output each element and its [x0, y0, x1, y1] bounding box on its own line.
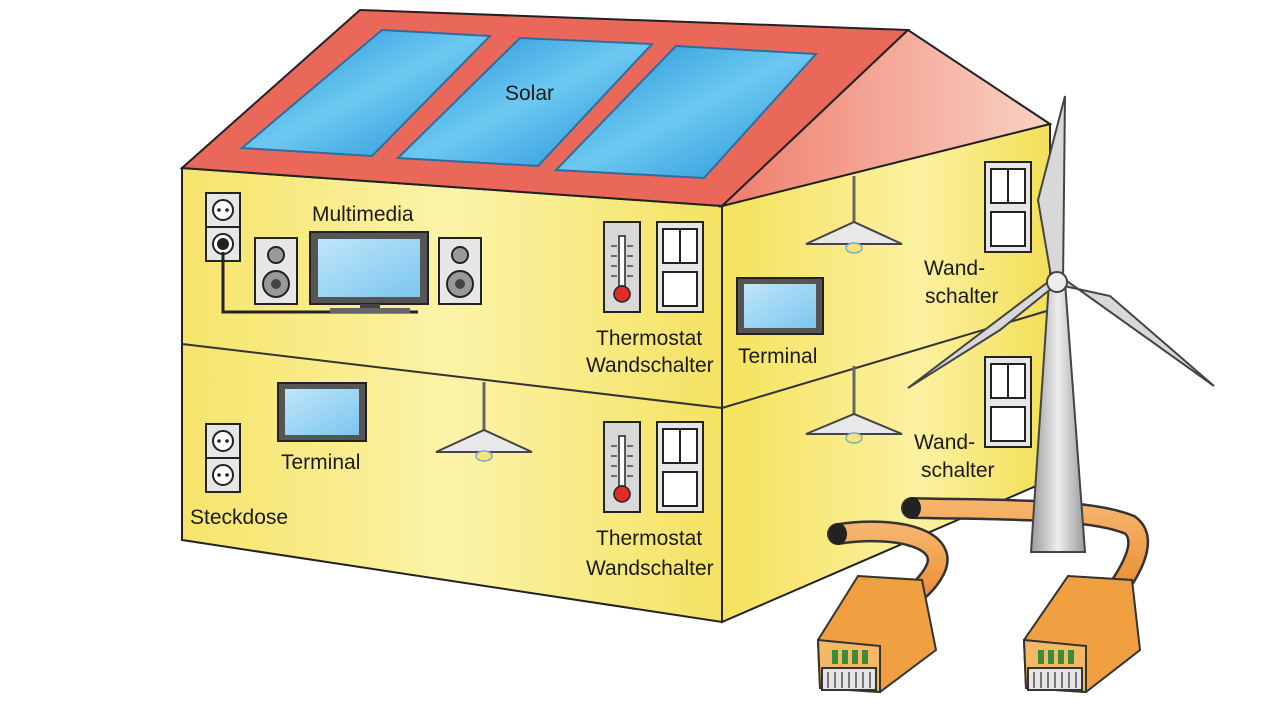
wall-socket-lower: [205, 423, 241, 493]
thermostat-lower: [603, 421, 641, 513]
thermostat-upper-label: Thermostat: [596, 327, 702, 350]
ceiling-lamp-lower-front: [435, 382, 533, 462]
wand-lower-label-1: Wand-: [914, 431, 975, 454]
roof: Solar: [179, 8, 1053, 208]
solar-panel-2: [395, 36, 655, 168]
wall-switch-upper-front: [656, 221, 704, 313]
steckdose-label: Steckdose: [190, 506, 288, 529]
wand-upper-label-1: Wand-: [924, 257, 985, 280]
wall-socket-upper: [205, 192, 241, 262]
thermostat-upper: [603, 221, 641, 313]
wandschalter-lower-label: Wandschalter: [586, 557, 714, 580]
solar-label: Solar: [505, 82, 554, 105]
wall-switch-lower-side: [984, 356, 1032, 448]
rj45-connector-left: [816, 574, 938, 694]
terminal-upper-label: Terminal: [738, 345, 817, 368]
wandschalter-upper-label: Wandschalter: [586, 354, 714, 377]
ceiling-lamp-upper: [805, 176, 903, 254]
speaker-right: [438, 237, 482, 305]
multimedia-label: Multimedia: [312, 203, 414, 226]
multimedia-tv: [309, 231, 429, 313]
turbine-blade-right: [1057, 273, 1215, 387]
roof-side: [718, 28, 1053, 208]
wall-switch-upper-side: [984, 161, 1032, 253]
solar-panels: [239, 28, 819, 180]
rj45-connector-right: [1022, 574, 1142, 694]
wind-turbine: [907, 95, 1215, 553]
speaker-left: [254, 237, 298, 305]
wand-lower-label-2: schalter: [921, 459, 995, 482]
network-cables: [827, 497, 1150, 621]
floor-divider-front: [181, 343, 723, 409]
solar-panel-3: [553, 44, 819, 180]
terminal-lower-label: Terminal: [281, 451, 360, 474]
terminal-upper: [736, 277, 824, 335]
terminal-lower: [277, 382, 367, 442]
turbine-hub: [1046, 271, 1068, 293]
wall-switch-lower-front: [656, 421, 704, 513]
thermostat-lower-label: Thermostat: [596, 527, 702, 550]
solar-panel-1: [239, 28, 493, 158]
wand-upper-label-2: schalter: [925, 285, 999, 308]
ceiling-lamp-lower-side: [805, 366, 903, 444]
